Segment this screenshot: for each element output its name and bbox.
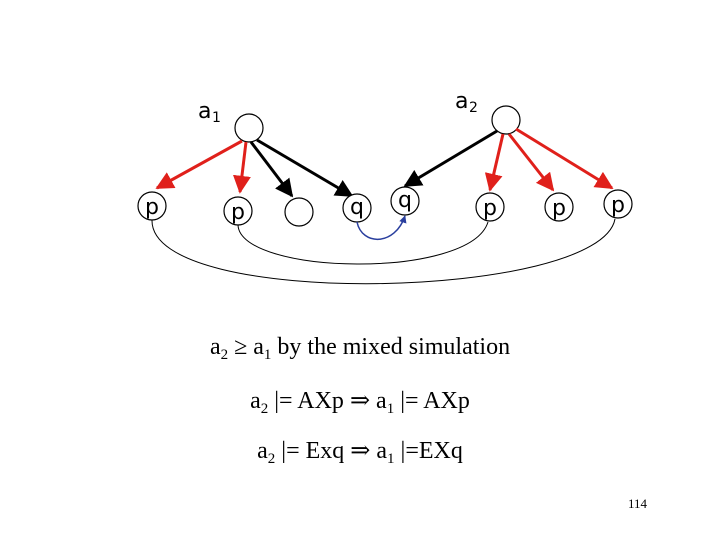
leaf-1: p	[137, 191, 167, 221]
state-a1-subscript: 1	[212, 110, 221, 126]
stmt3-tail: |=EXq	[400, 438, 463, 464]
stmt2-op: ⇒	[349, 388, 371, 414]
stmt2-rhs-sub: 1	[386, 401, 395, 417]
stmt3-lhs: a	[257, 438, 268, 464]
stmt2-mid: |= AXp	[274, 388, 344, 414]
leaf-7: p	[544, 192, 574, 222]
stmt3-rhs: a	[376, 438, 388, 464]
edge-a2-to-leaf7	[507, 133, 555, 192]
leaf-2: p	[223, 196, 253, 226]
statement-exq: a2 |= Exq ⇒ a1 |=EXq	[0, 436, 720, 467]
stmt1-rhs-sub: 1	[263, 347, 272, 363]
state-a1: a 1	[198, 99, 264, 143]
edge-a2-to-leaf5	[403, 129, 498, 188]
leaf-7-label: p	[552, 196, 566, 221]
stmt3-mid: |= Exq	[281, 438, 345, 464]
state-a2-label: a	[455, 89, 468, 114]
statement-axp: a2 |= AXp ⇒ a1 |= AXp	[0, 386, 720, 417]
leaf-6-label: p	[483, 196, 497, 221]
stmt3-op: ⇒	[350, 438, 371, 464]
stmt1-rhs: a	[253, 334, 264, 360]
state-a1-node	[234, 113, 264, 143]
leaf-1-label: p	[145, 195, 159, 220]
edge-a2-to-leaf6	[484, 133, 505, 192]
edge-a1-to-leaf3	[249, 141, 294, 198]
link-q-q	[356, 215, 407, 240]
stmt1-lhs-sub: 2	[220, 347, 229, 363]
stmt1-tail: by the mixed simulation	[277, 334, 511, 360]
leaf-2-label: p	[231, 200, 245, 225]
leaf-4: q	[342, 193, 372, 223]
leaf-8-label: p	[611, 193, 625, 218]
leaf-4-label: q	[350, 195, 364, 220]
state-a2-subscript: 2	[469, 100, 478, 116]
stmt1-op: ≥	[234, 334, 248, 360]
link-leaf1-leaf8	[151, 218, 616, 285]
statement-mixed-simulation: a2 ≥ a1 by the mixed simulation	[0, 334, 720, 363]
state-a2: a 2	[455, 89, 521, 135]
leaf-5-label: q	[398, 188, 412, 213]
stmt2-lhs: a	[250, 388, 261, 414]
edge-a1-to-leaf2	[232, 141, 251, 194]
edge-a1-to-leaf1	[155, 139, 243, 190]
leaf-6: p	[475, 192, 505, 222]
page-number: 114	[628, 496, 648, 511]
state-a2-node	[491, 105, 521, 135]
link-leaf2-leaf6	[237, 221, 489, 265]
edge-a1-to-leaf4	[256, 138, 354, 198]
stmt2-tail: |= AXp	[400, 388, 470, 414]
stmt3-rhs-sub: 1	[387, 451, 395, 467]
leaf-5: q	[390, 186, 420, 216]
leaf-8: p	[603, 189, 633, 219]
stmt3-lhs-sub: 2	[267, 451, 276, 467]
state-a1-label: a	[198, 99, 211, 124]
stmt2-rhs: a	[376, 388, 387, 414]
stmt1-lhs: a	[209, 334, 221, 360]
leaf-3	[284, 197, 314, 227]
edge-a2-to-leaf8	[515, 127, 614, 190]
stmt2-lhs-sub: 2	[260, 401, 269, 417]
